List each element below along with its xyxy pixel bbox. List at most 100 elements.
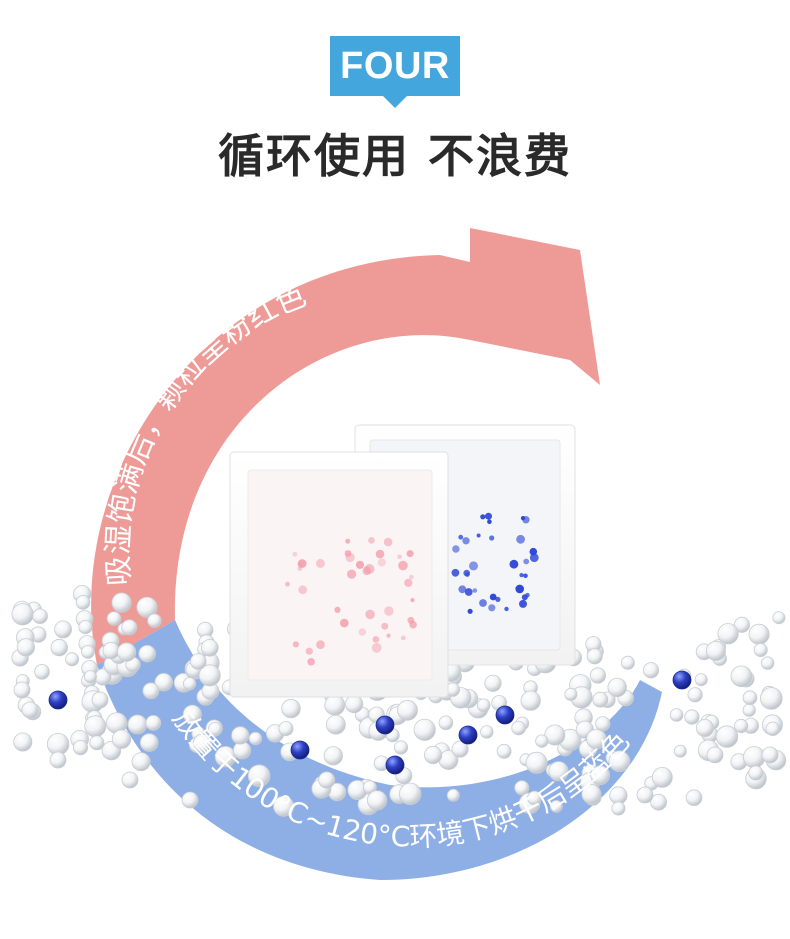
pouch-blue-dot — [458, 585, 467, 594]
clear-bead — [734, 616, 751, 633]
pouch-blue-dot — [520, 516, 526, 521]
blue-bead — [458, 725, 478, 745]
pouch-pink-dot — [345, 538, 351, 544]
clear-bead — [21, 701, 39, 719]
clear-bead — [192, 733, 212, 754]
clear-bead — [413, 718, 436, 741]
clear-bead — [323, 746, 343, 766]
pouch-pink-dot — [410, 598, 415, 603]
blue-bead — [375, 715, 395, 735]
pouch-pink-dot — [365, 609, 375, 620]
clear-bead — [83, 670, 97, 684]
clear-bead — [281, 698, 301, 719]
pouch-pink-dot — [386, 633, 391, 638]
clear-bead — [325, 714, 346, 735]
pouch-blue-dot — [462, 537, 470, 545]
clear-bead — [121, 771, 139, 789]
clear-bead — [13, 732, 33, 752]
pouch-blue-dot — [485, 512, 492, 520]
pouch-blue-dot — [469, 561, 478, 571]
pouch-pink-dot — [375, 549, 385, 559]
clear-bead — [399, 782, 422, 806]
pouch-pink-dot — [377, 558, 386, 567]
clear-bead — [106, 611, 122, 626]
clear-bead — [11, 603, 34, 626]
clear-bead — [705, 640, 726, 661]
pouch-pink-dot — [409, 574, 414, 580]
clear-bead — [535, 734, 549, 748]
pouch-blue-dot — [480, 514, 486, 520]
clear-bead — [581, 784, 602, 805]
pouch-pink-dot — [292, 641, 299, 648]
pouch-pink-dot — [315, 558, 325, 568]
clear-bead — [650, 793, 667, 811]
clear-bead — [748, 765, 764, 781]
clear-bead — [75, 595, 91, 610]
clear-bead — [13, 681, 31, 699]
clear-bead — [32, 608, 48, 624]
clear-bead — [78, 619, 93, 635]
clear-bead — [685, 789, 703, 806]
clear-bead — [138, 644, 157, 663]
clear-bead — [247, 764, 271, 787]
pouch-blue-dot — [489, 535, 495, 541]
clear-bead — [91, 691, 109, 709]
clear-bead — [549, 800, 563, 813]
clear-bead — [514, 780, 530, 796]
pouch-pink-dot — [404, 578, 413, 587]
pouch-blue-dot — [509, 559, 519, 569]
clear-bead — [49, 751, 67, 769]
pouch-pink-dot — [406, 550, 414, 558]
pouch-blue-dot — [472, 588, 478, 593]
clear-bead — [753, 643, 768, 658]
clear-bead — [742, 690, 758, 705]
clear-bead — [544, 724, 566, 746]
pouch-pink-dot — [400, 635, 406, 641]
clear-bead — [496, 743, 512, 759]
section-badge-label: FOUR — [340, 44, 450, 87]
pouch-blue-dot — [464, 588, 473, 596]
pouch-pink-dot — [355, 560, 365, 570]
pouch-blue-dot — [519, 599, 527, 608]
pouch-pink-dot — [285, 581, 290, 587]
clear-bead — [590, 765, 611, 786]
clear-bead — [145, 715, 162, 731]
clear-bead — [142, 682, 160, 700]
pouch-blue-dot — [452, 545, 460, 553]
clear-bead — [397, 699, 418, 721]
clear-bead — [139, 733, 159, 752]
pouch-pink-dot — [397, 554, 402, 560]
clear-bead — [248, 731, 263, 746]
clear-bead — [765, 721, 781, 737]
pouch-pink-dot — [409, 620, 417, 629]
pouch-blue-dot — [458, 534, 464, 540]
pouch-pink-dot — [383, 537, 393, 547]
clear-bead — [102, 641, 120, 660]
clear-bead — [759, 687, 783, 710]
clear-bead — [446, 788, 460, 802]
pouch-blue-dot — [487, 519, 492, 524]
clear-bead — [586, 728, 607, 750]
clear-bead — [511, 720, 526, 736]
pouch-pink-beads — [229, 451, 449, 698]
clear-bead — [16, 638, 36, 657]
pouch-pink-dot — [371, 642, 382, 653]
clear-bead — [476, 698, 491, 713]
clear-bead — [520, 690, 541, 711]
clear-bead — [484, 674, 502, 692]
clear-bead — [190, 653, 207, 670]
clear-bead — [121, 619, 138, 636]
pouch-blue-dot — [529, 553, 539, 563]
pouch-pink-dot — [316, 640, 325, 650]
clear-bead — [181, 791, 199, 809]
pouch-blue-dot — [515, 584, 524, 594]
clear-bead — [81, 645, 95, 659]
clear-bead — [480, 725, 494, 739]
clear-bead — [344, 694, 364, 714]
pouch-pink-dot — [297, 566, 303, 571]
clear-bead — [608, 750, 631, 772]
section-badge: FOUR — [330, 36, 460, 96]
clear-bead — [438, 715, 454, 731]
clear-bead — [366, 790, 388, 811]
